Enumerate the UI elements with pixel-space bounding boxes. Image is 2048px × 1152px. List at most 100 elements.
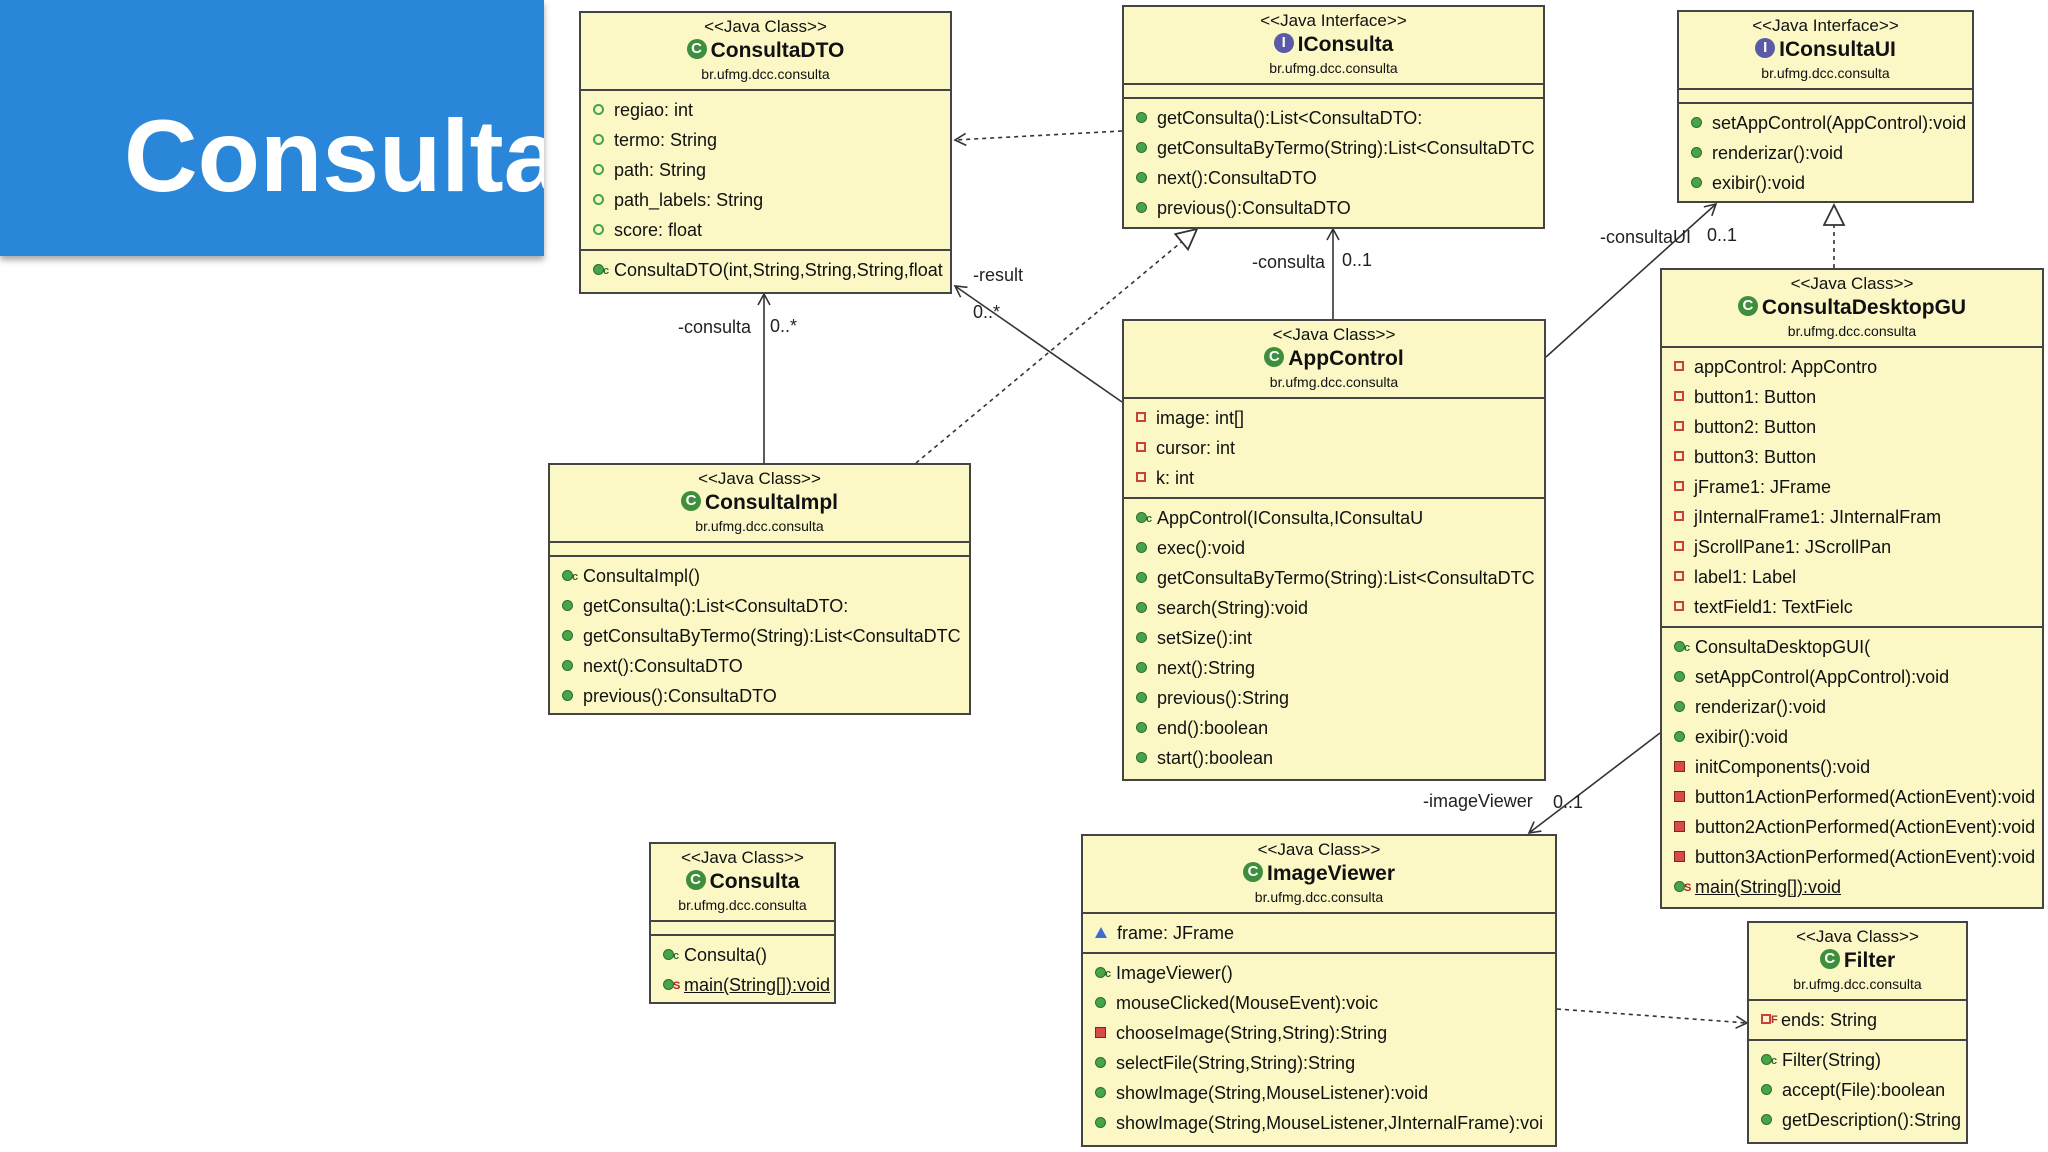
operation-row[interactable]: main(String[]):void — [651, 970, 834, 1001]
member-text: showImage(String,MouseListener,JInternal… — [1116, 1113, 1544, 1133]
operation-row[interactable]: previous():String — [1124, 683, 1544, 713]
operation-row[interactable]: accept(File):boolean — [1749, 1075, 1966, 1105]
operations-section: ConsultaImpl()getConsulta():List<Consult… — [550, 555, 969, 713]
member-text: jScrollPane1: JScrollPan — [1694, 537, 1892, 557]
operation-row[interactable]: exibir():void — [1679, 168, 1972, 198]
member-text: termo: String — [614, 130, 718, 150]
operation-row[interactable]: getConsultaByTermo(String):List<Consulta… — [1124, 563, 1544, 593]
member-text: initComponents():void — [1695, 757, 1871, 777]
operation-row[interactable]: previous():ConsultaDTO — [550, 681, 969, 711]
operation-row[interactable]: chooseImage(String,String):String — [1083, 1018, 1555, 1048]
attribute-row[interactable]: path_labels: String — [581, 185, 950, 215]
operation-row[interactable]: setAppControl(AppControl):void — [1679, 108, 1972, 138]
operation-row[interactable]: showImage(String,MouseListener):void — [1083, 1078, 1555, 1108]
class-icon: C — [680, 491, 701, 512]
member-text: button1ActionPerformed(ActionEvent):void — [1695, 787, 2036, 807]
operation-row[interactable]: button3ActionPerformed(ActionEvent):void — [1662, 842, 2042, 872]
operation-row[interactable]: next():String — [1124, 653, 1544, 683]
private-field-icon — [1674, 511, 1684, 522]
public-method-icon — [562, 689, 573, 701]
attribute-row[interactable]: jInternalFrame1: JInternalFram — [1662, 502, 2042, 532]
package-label: br.ufmg.dcc.consulta — [1254, 889, 1384, 905]
operation-row[interactable]: showImage(String,MouseListener,JInternal… — [1083, 1108, 1555, 1138]
operation-row[interactable]: selectFile(String,String):String — [1083, 1048, 1555, 1078]
attribute-row[interactable]: ends: String — [1749, 1005, 1966, 1035]
operation-row[interactable]: setSize():int — [1124, 623, 1544, 653]
operation-row[interactable]: ConsultaImpl() — [550, 561, 969, 592]
operation-row[interactable]: setAppControl(AppControl):void — [1662, 662, 2042, 692]
operation-row[interactable]: getConsultaByTermo(String):List<Consulta… — [1124, 133, 1543, 163]
attribute-row[interactable]: frame: JFrame — [1083, 918, 1555, 948]
operation-row[interactable]: end():boolean — [1124, 713, 1544, 743]
attribute-row[interactable]: termo: String — [581, 125, 950, 155]
attribute-row[interactable]: k: int — [1124, 463, 1544, 493]
member-text: mouseClicked(MouseEvent):voic — [1116, 993, 1379, 1013]
attribute-row[interactable]: cursor: int — [1124, 433, 1544, 463]
attribute-row[interactable]: jFrame1: JFrame — [1662, 472, 2042, 502]
public-method-icon — [562, 659, 573, 671]
interface-icon: I — [1273, 33, 1294, 54]
operation-row[interactable]: AppControl(IConsulta,IConsultaU — [1124, 503, 1544, 534]
static-method-icon — [1674, 873, 1691, 903]
operation-row[interactable]: getDescription():String — [1749, 1105, 1966, 1135]
operation-row[interactable]: ConsultaDesktopGUI( — [1662, 632, 2042, 663]
operation-row[interactable]: main(String[]):void — [1662, 872, 2042, 903]
public-method-icon — [1691, 146, 1702, 158]
class-icon: C — [1242, 862, 1263, 883]
attribute-row[interactable]: button2: Button — [1662, 412, 2042, 442]
operation-row[interactable]: next():ConsultaDTO — [1124, 163, 1543, 193]
operation-row[interactable]: start():boolean — [1124, 743, 1544, 773]
operation-row[interactable]: next():ConsultaDTO — [550, 651, 969, 681]
field-icon — [593, 193, 604, 205]
attribute-row[interactable]: path: String — [581, 155, 950, 185]
member-text: previous():ConsultaDTO — [1157, 198, 1351, 218]
operation-row[interactable]: renderizar():void — [1662, 692, 2042, 722]
operation-row[interactable]: renderizar():void — [1679, 138, 1972, 168]
operation-row[interactable]: exibir():void — [1662, 722, 2042, 752]
operation-row[interactable]: initComponents():void — [1662, 752, 2042, 782]
operation-row[interactable]: button2ActionPerformed(ActionEvent):void — [1662, 812, 2042, 842]
attribute-row[interactable]: label1: Label — [1662, 562, 2042, 592]
attribute-row[interactable]: score: float — [581, 215, 950, 245]
operation-row[interactable]: getConsultaByTermo(String):List<Consulta… — [550, 621, 969, 651]
attribute-row[interactable]: regiao: int — [581, 95, 950, 125]
class-name: IConsultaUI — [1779, 38, 1896, 61]
attribute-row[interactable]: jScrollPane1: JScrollPan — [1662, 532, 2042, 562]
operation-row[interactable]: button1ActionPerformed(ActionEvent):void — [1662, 782, 2042, 812]
public-method-icon — [1136, 721, 1147, 733]
label-multiplicity: 0..* — [770, 316, 798, 336]
attribute-row[interactable]: image: int[] — [1124, 403, 1544, 433]
label-result-role: -result — [973, 265, 1024, 285]
operation-row[interactable]: Filter(String) — [1749, 1045, 1966, 1076]
operation-row[interactable]: ImageViewer() — [1083, 958, 1555, 989]
operation-row[interactable]: ConsultaDTO(int,String,String,String,flo… — [581, 255, 950, 286]
member-text: getConsulta():List<ConsultaDTO: — [1157, 108, 1423, 128]
operation-row[interactable]: exec():void — [1124, 533, 1544, 563]
operation-row[interactable]: getConsulta():List<ConsultaDTO: — [1124, 103, 1543, 133]
constructor-icon — [1674, 633, 1690, 663]
attribute-row[interactable]: button1: Button — [1662, 382, 2042, 412]
operation-row[interactable]: search(String):void — [1124, 593, 1544, 623]
operation-row[interactable]: Consulta() — [651, 940, 834, 971]
attribute-row[interactable]: textField1: TextFielc — [1662, 592, 2042, 622]
operation-row[interactable]: getConsulta():List<ConsultaDTO: — [550, 591, 969, 621]
operation-row[interactable]: mouseClicked(MouseEvent):voic — [1083, 988, 1555, 1018]
public-method-icon — [1095, 996, 1106, 1008]
attribute-row[interactable]: appControl: AppContro — [1662, 352, 2042, 382]
attribute-row[interactable]: button3: Button — [1662, 442, 2042, 472]
operation-row[interactable]: previous():ConsultaDTO — [1124, 193, 1543, 223]
